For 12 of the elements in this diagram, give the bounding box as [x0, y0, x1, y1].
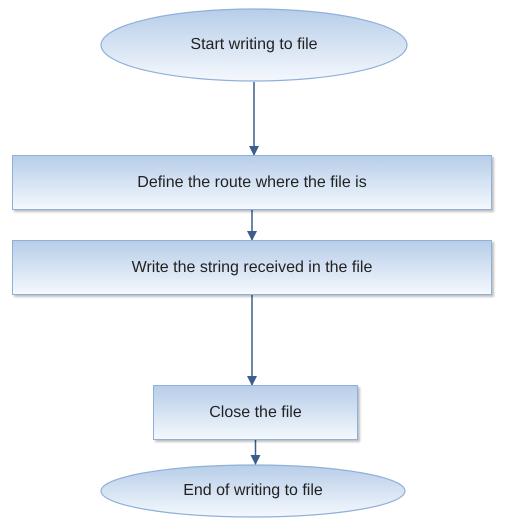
- process-box: [12, 240, 492, 295]
- node-label: Write the string received in the file: [132, 258, 372, 278]
- node-label: End of writing to file: [183, 481, 323, 501]
- arrow: [247, 295, 257, 386]
- node-label: Define the route where the file is: [137, 172, 367, 192]
- process-box: [12, 155, 492, 210]
- arrow: [250, 440, 260, 465]
- node-label: Close the file: [209, 402, 302, 422]
- process-box: [153, 385, 358, 440]
- node-label: Start writing to file: [190, 35, 318, 55]
- arrow: [247, 210, 257, 241]
- arrow: [249, 82, 259, 156]
